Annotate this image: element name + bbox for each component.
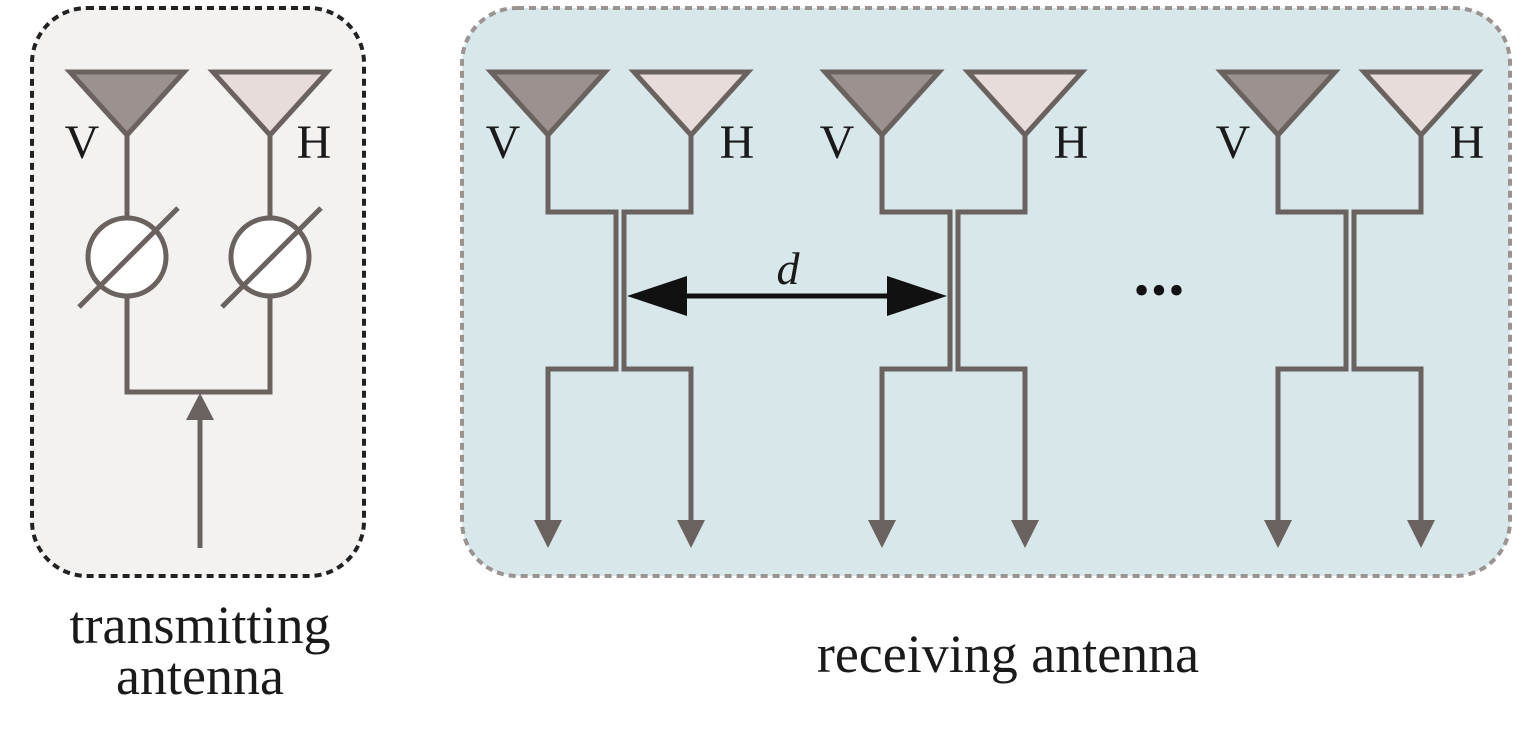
rx-caption: receiving antenna — [817, 624, 1199, 684]
rx-h-feed-line — [621, 135, 694, 528]
rx-h-feed-line — [955, 135, 1028, 528]
rx-v-feed-line — [879, 135, 953, 528]
rx-v-feed-line — [545, 135, 619, 528]
tx-v-label: V — [65, 116, 100, 169]
tx-v-antenna-element — [64, 69, 190, 139]
rx-h-label: H — [1450, 116, 1485, 169]
tx-v-phase-shifter — [77, 206, 180, 309]
rx-left-output-arrowhead — [868, 520, 896, 548]
rx-left-output-arrowhead — [534, 520, 562, 548]
rx-v-label: V — [820, 116, 855, 169]
rx-v-antenna-element — [485, 69, 611, 139]
spacing-dimension: d — [627, 243, 947, 316]
spacing-d-label: d — [777, 243, 801, 294]
rx-ellipsis: ••• — [1134, 266, 1186, 315]
receiving-antenna-box — [460, 6, 1512, 578]
rx-v-label: V — [1216, 116, 1251, 169]
rx-right-output-arrowhead — [1011, 520, 1039, 548]
rx-v-feed-line — [1275, 135, 1349, 528]
rx-v-antenna-element — [1215, 69, 1341, 139]
tx-h-phase-shifter — [220, 206, 323, 309]
spacing-arrowhead-right — [887, 276, 947, 316]
spacing-arrowhead-left — [627, 276, 687, 316]
transmitting-antenna-box — [30, 6, 366, 578]
tx-h-antenna-element — [207, 69, 333, 139]
tx-h-label: H — [297, 116, 332, 169]
rx-h-antenna-element — [962, 69, 1088, 139]
tx-input-arrowhead — [186, 393, 214, 420]
rx-h-feed-line — [1351, 135, 1424, 528]
transmitting-antenna-group: V H transmitting antenna — [30, 6, 366, 706]
rx-right-output-arrowhead — [677, 520, 705, 548]
rx-left-output-arrowhead — [1264, 520, 1292, 548]
rx-h-antenna-element — [1358, 69, 1484, 139]
tx-v-feed-line — [124, 135, 273, 395]
rx-right-output-arrowhead — [1407, 520, 1435, 548]
tx-caption-line1: transmitting — [70, 595, 331, 655]
tx-caption-line2: antenna — [116, 646, 284, 706]
rx-h-antenna-element — [628, 69, 754, 139]
rx-h-label: H — [720, 116, 755, 169]
rx-h-label: H — [1054, 116, 1089, 169]
rx-v-label: V — [486, 116, 521, 169]
rx-v-antenna-element — [819, 69, 945, 139]
